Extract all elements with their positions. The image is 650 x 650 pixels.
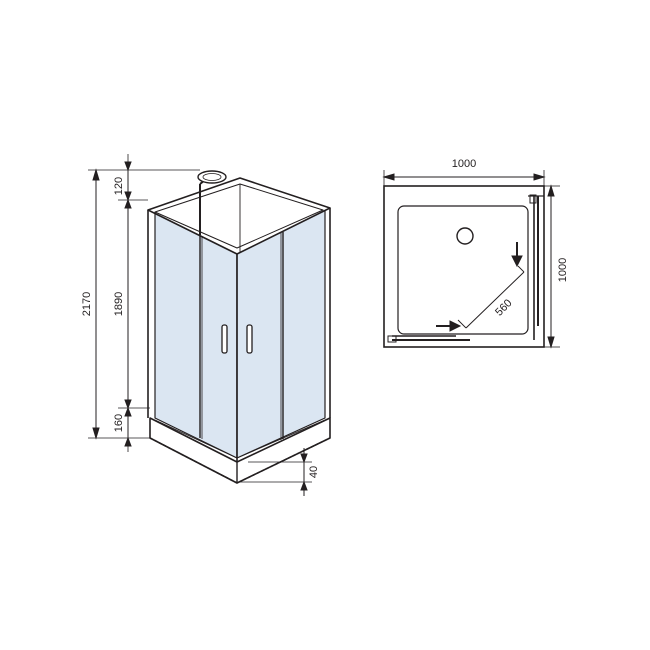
dim-plan-entry: 560 <box>493 297 514 318</box>
dim-tray-height: 40 <box>308 466 320 478</box>
front-dimensions <box>88 154 312 496</box>
dim-base-height: 160 <box>113 414 125 432</box>
dim-glass-height: 1890 <box>113 292 125 316</box>
door-handles-icon <box>221 324 253 354</box>
dim-plan-width: 1000 <box>452 158 476 170</box>
dim-plan-depth: 1000 <box>557 258 569 282</box>
plan-tray <box>397 205 529 335</box>
dim-total-height: 2170 <box>81 292 93 316</box>
plan-dimensions <box>382 170 560 349</box>
shower-head-icon <box>197 170 227 235</box>
drain-icon <box>456 227 474 245</box>
plan-outline <box>383 185 545 348</box>
top-view <box>383 185 545 348</box>
dim-top-height: 120 <box>113 177 125 195</box>
door-slide-arrows <box>436 242 523 332</box>
front-view <box>147 170 331 484</box>
